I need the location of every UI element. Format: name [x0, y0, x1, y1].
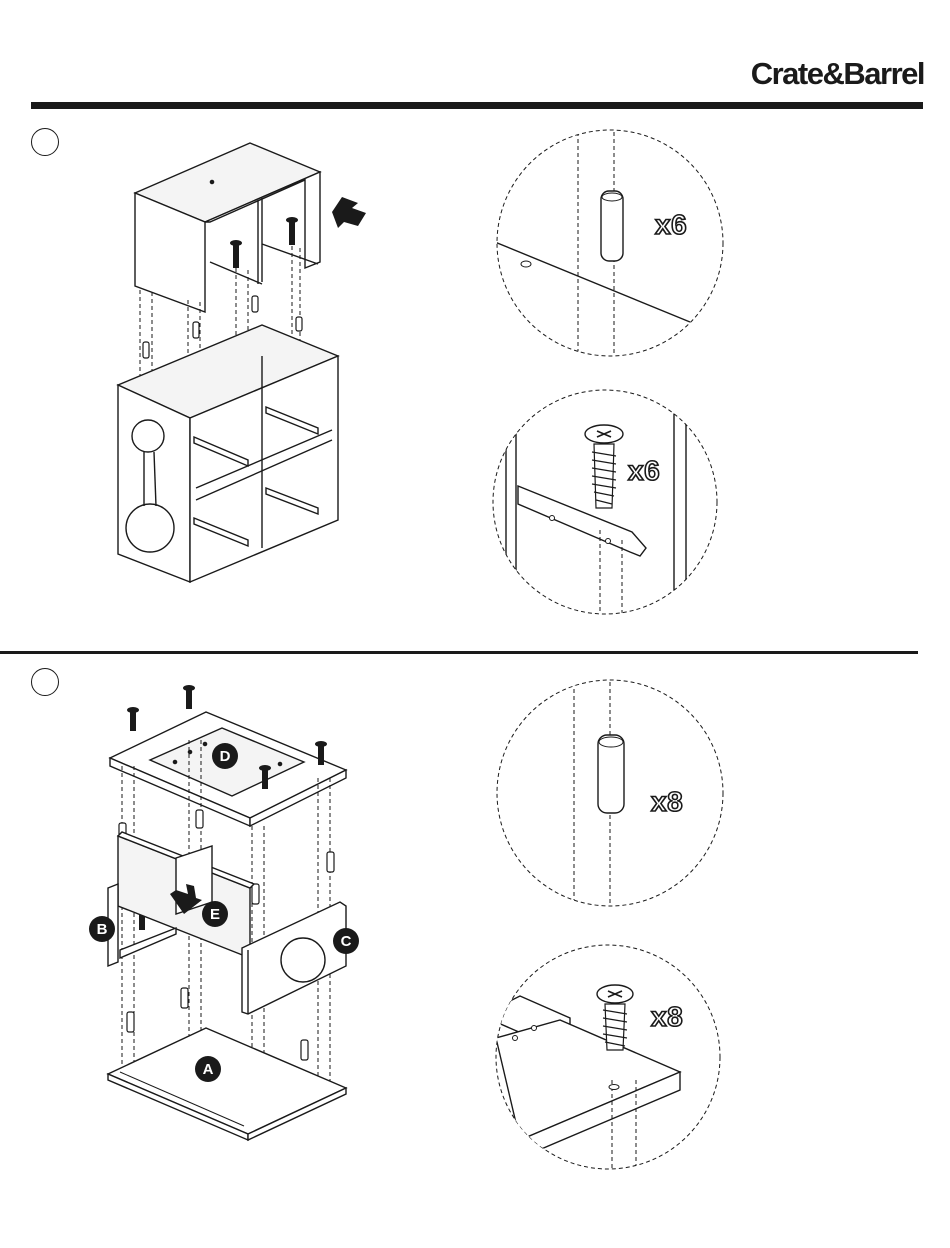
step1-screw-icon — [230, 217, 298, 268]
step1-screw-quantity: x6 — [628, 455, 660, 487]
step1-direction-arrow-icon — [332, 197, 366, 228]
screw-icon — [585, 425, 623, 508]
section-divider — [0, 651, 918, 654]
step2-dowel-detail — [574, 675, 624, 910]
step2-top-panel — [110, 712, 346, 826]
step1-dowel-detail — [490, 125, 690, 360]
step-2-number-circle — [31, 668, 59, 696]
step1-lower-cabinet — [118, 325, 338, 582]
part-label-d: D — [212, 743, 238, 769]
step2-bottom-panel — [108, 1028, 346, 1140]
part-label-b: B — [89, 916, 115, 942]
part-label-a: A — [195, 1056, 221, 1082]
part-label-e: E — [202, 901, 228, 927]
step2-dowel-quantity: x8 — [651, 786, 683, 818]
part-label-c: C — [333, 928, 359, 954]
step1-screw-detail — [506, 410, 686, 620]
step1-dowel-quantity: x6 — [655, 209, 687, 241]
step2-screw-quantity: x8 — [651, 1001, 683, 1033]
